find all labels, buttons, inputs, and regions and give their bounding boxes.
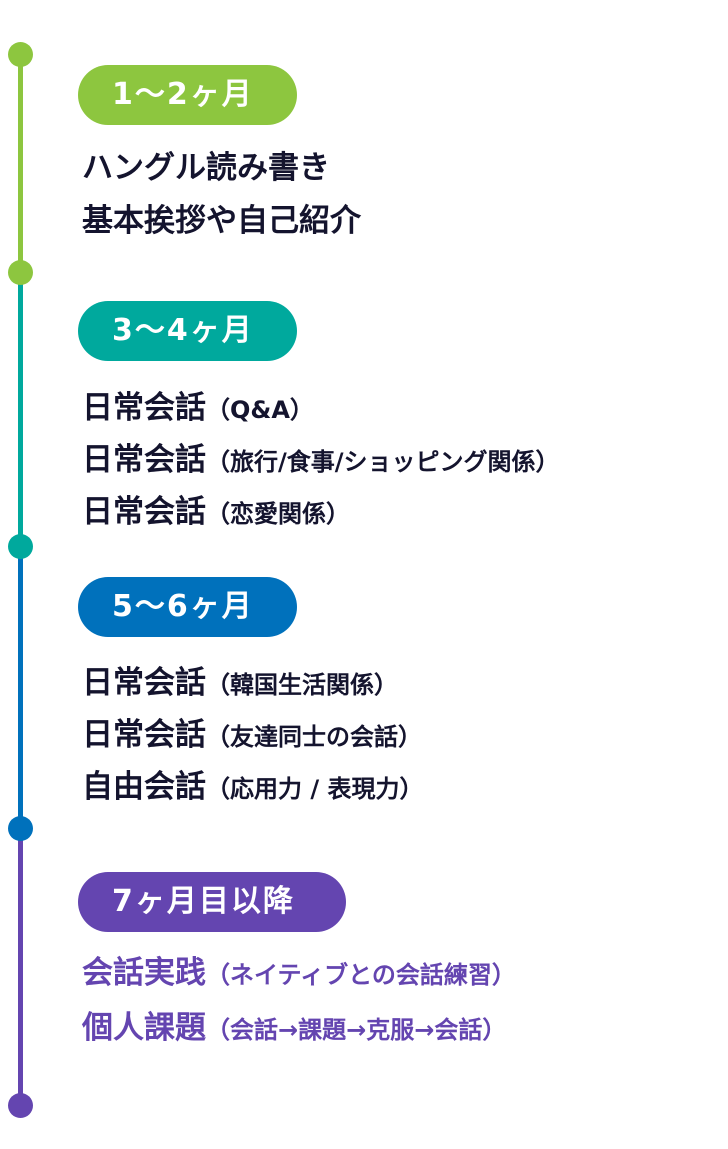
stage-3-item: 自由会話（応用力 / 表現力） <box>82 767 423 809</box>
item-sub: （応用力 / 表現力） <box>206 775 424 803</box>
timeline-dot <box>8 816 33 841</box>
timeline-dot <box>8 260 33 285</box>
stage-2-badge: 3〜4ヶ月 <box>78 301 297 361</box>
item-main: ハングル読み書き <box>82 150 330 186</box>
item-main: 日常会話 <box>82 494 206 530</box>
item-sub: （Q&A） <box>206 396 314 424</box>
item-sub: （友達同士の会話） <box>206 723 422 751</box>
timeline-dot <box>8 534 33 559</box>
item-main: 基本挨拶や自己紹介 <box>82 203 361 239</box>
item-main: 日常会話 <box>82 665 206 701</box>
item-main: 日常会話 <box>82 717 206 753</box>
timeline-segment-1 <box>18 54 23 272</box>
item-sub: （恋愛関係） <box>206 500 350 528</box>
item-sub: （韓国生活関係） <box>206 671 398 699</box>
stage-3-item: 日常会話（友達同士の会話） <box>82 715 422 757</box>
stage-1-badge: 1〜2ヶ月 <box>78 65 297 125</box>
timeline-dot <box>8 1093 33 1118</box>
item-sub: （会話→課題→克服→会話） <box>206 1016 507 1044</box>
stage-2-item: 日常会話（Q&A） <box>82 388 314 430</box>
timeline-dot <box>8 42 33 67</box>
stage-3-badge: 5〜6ヶ月 <box>78 577 297 637</box>
stage-4-item: 個人課題（会話→課題→克服→会話） <box>82 1008 506 1050</box>
timeline-segment-4 <box>18 828 23 1105</box>
item-main: 会話実践 <box>82 955 206 991</box>
stage-4-item: 会話実践（ネイティブとの会話練習） <box>82 953 516 995</box>
stage-3-item: 日常会話（韓国生活関係） <box>82 663 398 705</box>
stage-2-item: 日常会話（旅行/食事/ショッピング関係） <box>82 440 560 482</box>
item-main: 個人課題 <box>82 1010 206 1046</box>
item-sub: （旅行/食事/ショッピング関係） <box>206 448 560 476</box>
timeline-segment-3 <box>18 546 23 828</box>
stage-1-item: ハングル読み書き <box>82 148 330 188</box>
stage-2-item: 日常会話（恋愛関係） <box>82 492 350 534</box>
timeline-segment-2 <box>18 272 23 546</box>
item-main: 自由会話 <box>82 769 206 805</box>
item-main: 日常会話 <box>82 442 206 478</box>
stage-1-item: 基本挨拶や自己紹介 <box>82 201 361 241</box>
item-main: 日常会話 <box>82 390 206 426</box>
item-sub: （ネイティブとの会話練習） <box>206 961 516 989</box>
stage-4-badge: 7ヶ月目以降 <box>78 872 346 932</box>
